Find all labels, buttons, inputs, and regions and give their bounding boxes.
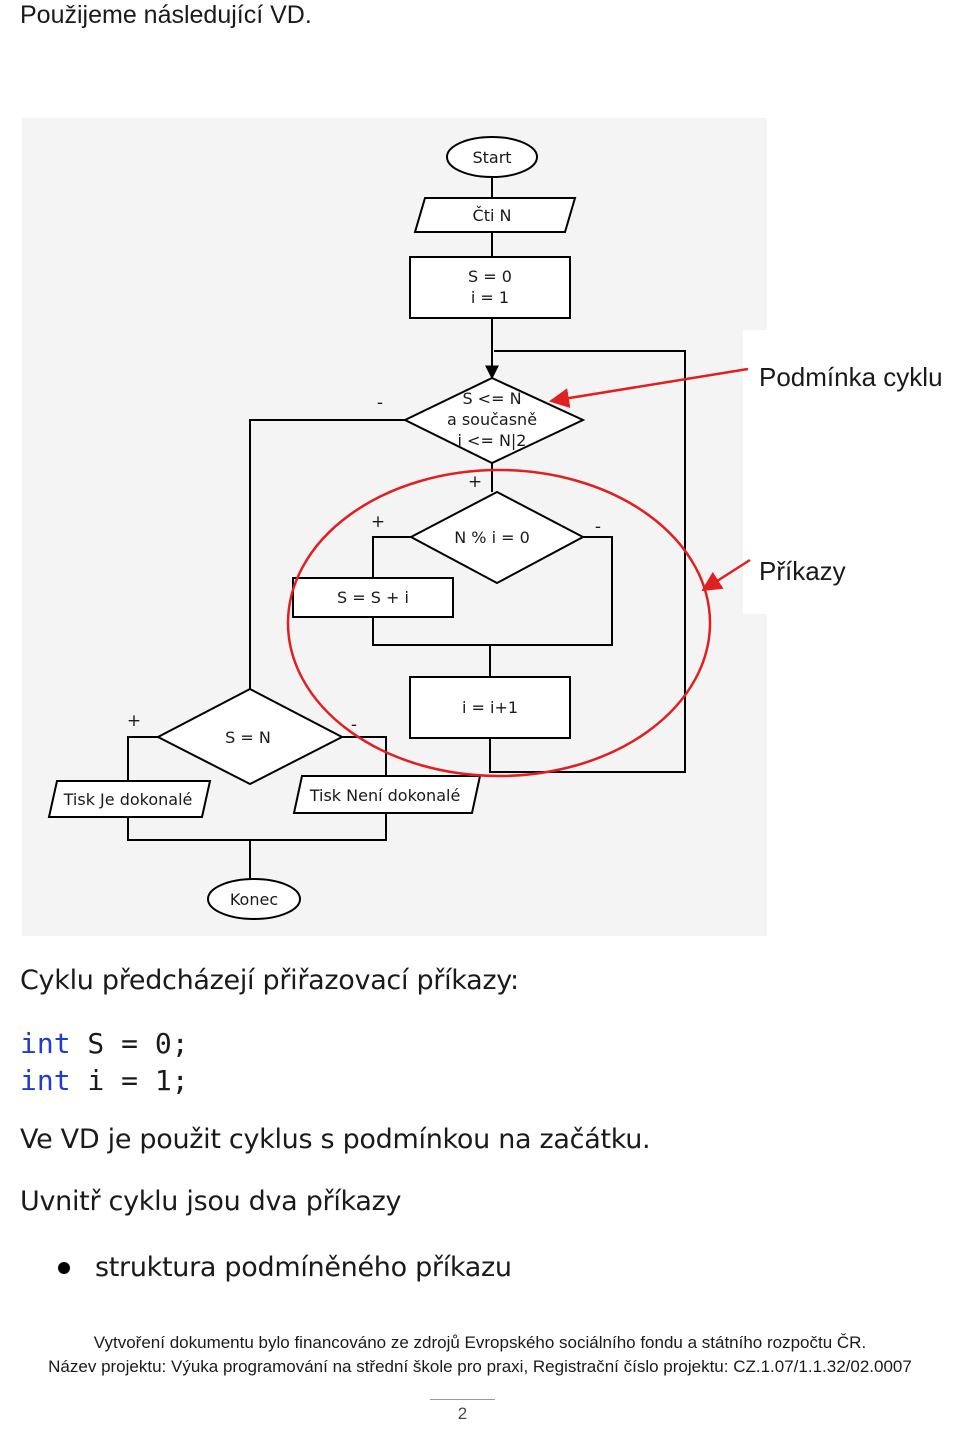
final-condition-decision (155, 687, 345, 786)
statements-highlight-ellipse (286, 468, 712, 778)
code-line-1: int S = 0; (20, 1025, 189, 1062)
page-number: 2 (457, 1404, 468, 1423)
footer-project: Název projektu: Výuka programování na st… (48, 1357, 912, 1376)
callout-box (743, 330, 960, 614)
read-input (413, 197, 577, 233)
init-label-i: i = 1 (471, 288, 509, 307)
condition-callout: Podmínka cyklu (759, 362, 943, 392)
statements-pointer (701, 558, 751, 592)
print-perfect-label: Tisk Je dokonalé (63, 790, 193, 809)
code-statement: i = 1; (70, 1064, 189, 1097)
increment-process (409, 676, 571, 739)
print-not-perfect-label: Tisk Není dokonalé (309, 786, 461, 805)
code-keyword: int (20, 1064, 71, 1097)
init-process (409, 256, 571, 319)
inner-true-sign: + (371, 512, 385, 532)
inside-loop-text: Uvnitř cyklu jsou dva příkazy (20, 1186, 402, 1217)
assignments-intro: Cyklu předcházejí přiřazovací příkazy: (20, 965, 519, 996)
code-statement: S = 0; (70, 1027, 189, 1060)
loop-true-sign: + (468, 472, 482, 492)
end-label: Konec (230, 890, 278, 909)
inner-condition-label: N % i = 0 (454, 528, 530, 547)
init-label-s: S = 0 (468, 267, 512, 286)
bullet-item: struktura podmíněného příkazu (95, 1252, 512, 1283)
loop-condition-line1: S <= N (462, 389, 521, 408)
read-label: Čti N (473, 206, 512, 225)
sum-label: S = S + i (337, 588, 409, 607)
page-number-rule (430, 1399, 495, 1400)
increment-label: i = i+1 (462, 698, 518, 717)
loop-condition-line2: a současně (447, 410, 537, 429)
code-keyword: int (20, 1027, 71, 1060)
start-label: Start (472, 148, 511, 167)
condition-pointer (549, 367, 749, 408)
sum-process (292, 577, 454, 618)
code-line-2: int i = 1; (20, 1062, 189, 1099)
flowchart-figure: Start Čti N S = 0 i = 1 S <= N a současn… (22, 118, 960, 936)
loop-type-text: Ve VD je použit cyklus s podmínkou na za… (20, 1124, 651, 1155)
statements-callout: Příkazy (759, 556, 846, 586)
end-terminator (207, 878, 301, 920)
footer-funding: Vytvoření dokumentu bylo financováno ze … (93, 1333, 867, 1352)
inner-false-sign: - (595, 517, 601, 537)
print-not-perfect-output (292, 775, 482, 814)
intro-text: Použijeme následující VD. (20, 1, 312, 29)
inner-condition-decision (408, 490, 586, 585)
print-perfect-output (47, 780, 212, 818)
loop-false-sign: - (377, 393, 383, 413)
final-condition-label: S = N (225, 728, 271, 747)
start-terminator (446, 136, 538, 178)
loop-condition-line3: i <= N|2 (458, 431, 527, 450)
bullet-icon (58, 1262, 70, 1274)
final-false-sign: - (351, 715, 357, 735)
final-true-sign: + (127, 711, 141, 731)
